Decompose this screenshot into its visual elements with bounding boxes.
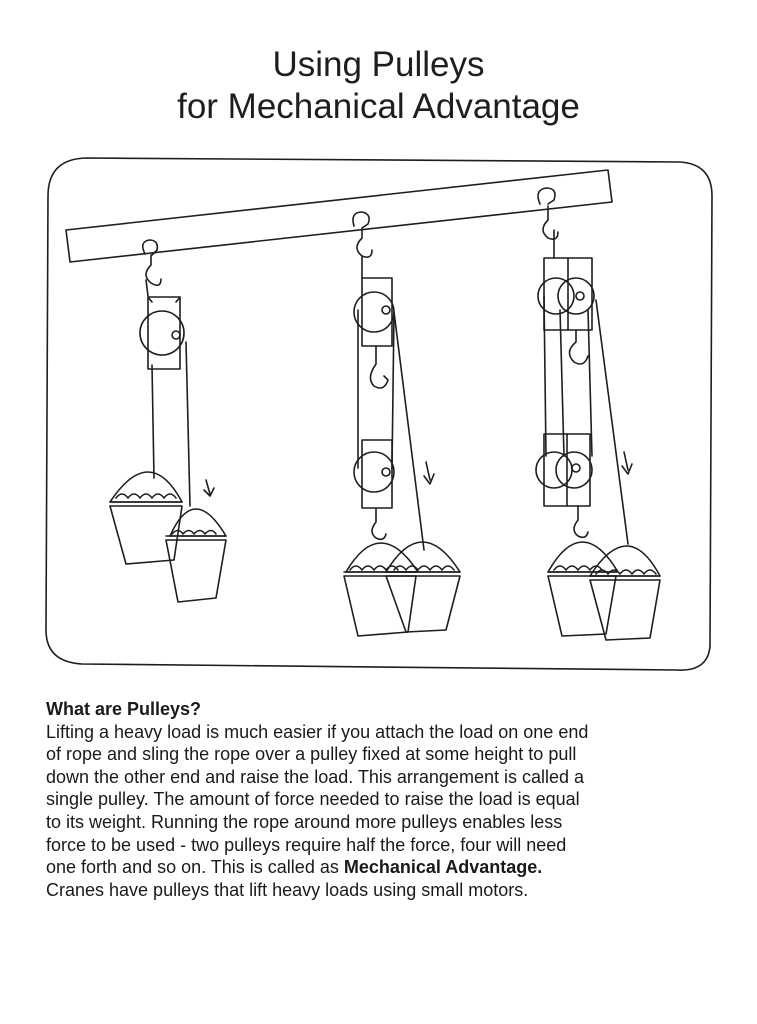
body-line: single pulley. The amount of force neede… bbox=[46, 789, 580, 810]
single-pulley-system bbox=[109, 239, 227, 603]
page-title: Using Pulleys for Mechanical Advantage bbox=[0, 44, 757, 128]
body-line: to its weight. Running the rope around m… bbox=[46, 811, 563, 832]
body-line: down the other end and raise the load. T… bbox=[46, 766, 585, 787]
four-pulley-system bbox=[535, 187, 661, 641]
body-line: force to be used - two pulleys require h… bbox=[46, 834, 567, 855]
explanation-section: What are Pulleys? Lifting a heavy load i… bbox=[46, 698, 726, 901]
two-pulley-system bbox=[343, 211, 461, 637]
title-line-2: for Mechanical Advantage bbox=[177, 87, 580, 126]
body-line: Cranes have pulleys that lift heavy load… bbox=[46, 879, 529, 900]
support-beam bbox=[65, 169, 613, 263]
mechanical-advantage-term: Mechanical Advantage. bbox=[343, 857, 543, 878]
body-line: Lifting a heavy load is much easier if y… bbox=[46, 721, 589, 742]
section-heading: What are Pulleys? bbox=[46, 699, 202, 719]
illustration-frame bbox=[45, 157, 713, 671]
title-line-1: Using Pulleys bbox=[272, 45, 485, 84]
body-line-text: one forth and so on. This is called as bbox=[46, 857, 344, 878]
body-line: one forth and so on. This is called as M… bbox=[46, 856, 726, 879]
body-line: of rope and sling the rope over a pulley… bbox=[46, 744, 577, 765]
pulley-illustration bbox=[40, 150, 720, 680]
